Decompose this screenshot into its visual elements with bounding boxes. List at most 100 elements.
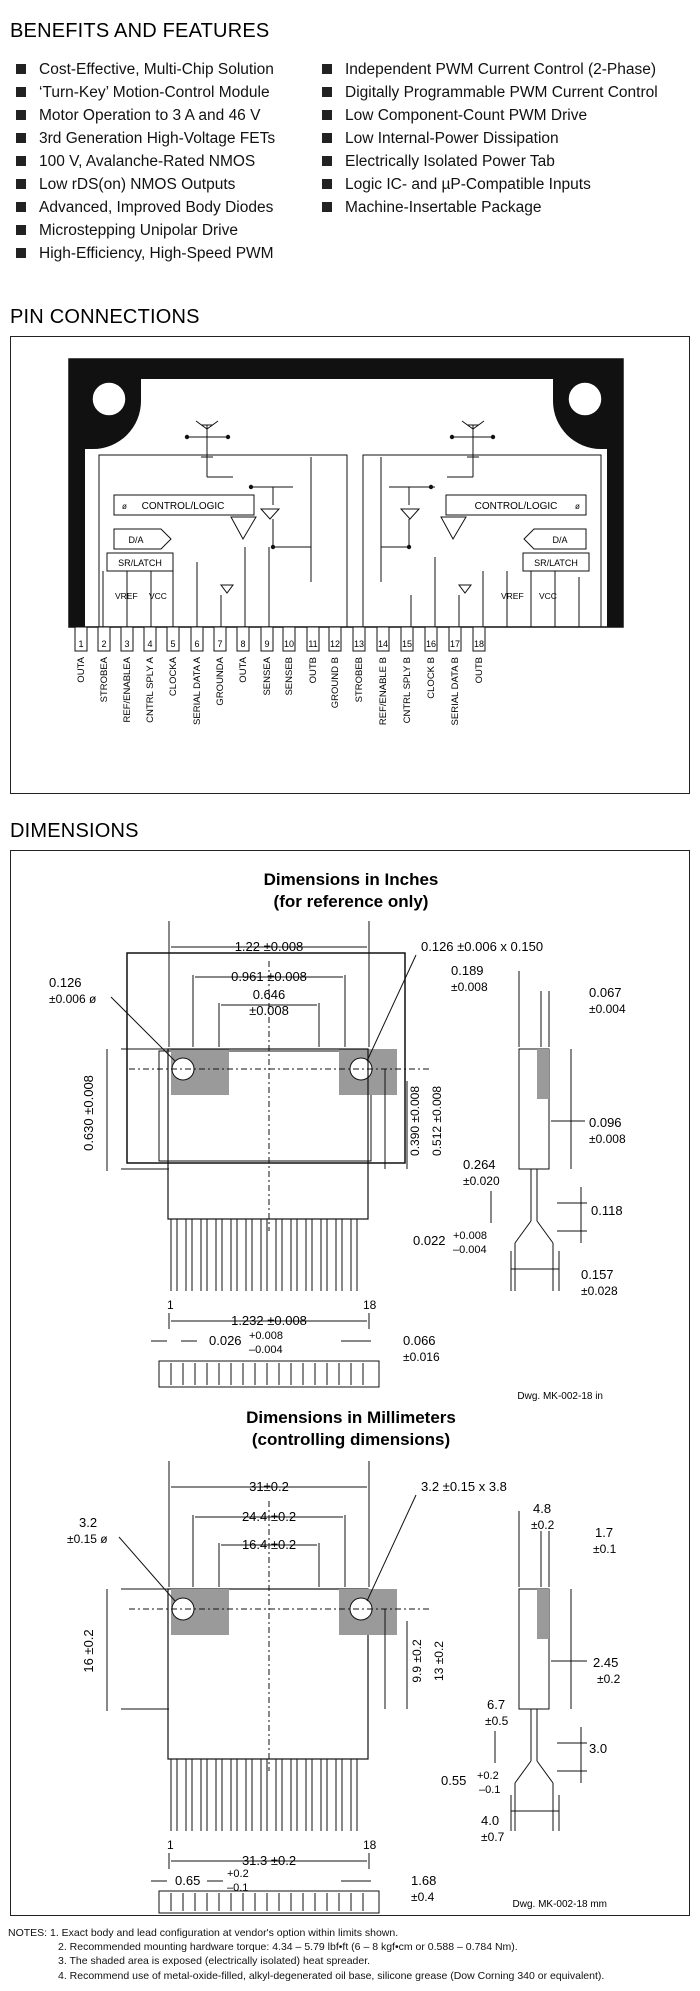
note-line: NOTES: 1. Exact body and lead configurat… bbox=[8, 1927, 399, 1939]
pin-label: CLOCK B bbox=[426, 657, 437, 699]
inches-hole-dia-2: ±0.006 ø bbox=[49, 992, 97, 1006]
mm-drawing: Dimensions in Millimeters (controlling d… bbox=[67, 1408, 621, 1914]
mm-lead-w-1: 0.65 bbox=[175, 1873, 200, 1888]
list-item: High-Efficiency, High-Speed PWM bbox=[14, 242, 275, 265]
mm-lead-w-2: +0.2 bbox=[227, 1868, 249, 1880]
list-item: ‘Turn-Key’ Motion-Control Module bbox=[14, 81, 275, 104]
mm-l055-2: +0.2 bbox=[477, 1770, 499, 1782]
inches-lead-w-3: –0.004 bbox=[249, 1344, 283, 1356]
mm-lead-span: 31.3 ±0.2 bbox=[242, 1853, 296, 1868]
pin-number: 9 bbox=[264, 639, 269, 649]
pin-label: REF/ENABLEA bbox=[122, 656, 133, 722]
list-item: Low rDS(on) NMOS Outputs bbox=[14, 173, 275, 196]
mm-tab-thick-2: ±0.1 bbox=[593, 1542, 617, 1556]
da-a: D/A bbox=[128, 535, 143, 545]
vref-a: VREF bbox=[115, 591, 138, 601]
pin-label: SENSEB bbox=[284, 657, 295, 696]
note-line: 3. The shaded area is exposed (electrica… bbox=[58, 1955, 371, 1968]
mm-height: 16 ±0.2 bbox=[81, 1629, 96, 1672]
vcc-a: VCC bbox=[149, 591, 167, 601]
inches-subtitle: (for reference only) bbox=[274, 892, 429, 911]
mm-l40-2: ±0.7 bbox=[481, 1830, 505, 1844]
list-item: Digitally Programmable PWM Current Contr… bbox=[320, 81, 658, 104]
benefits-left-list: Cost-Effective, Multi-Chip Solution ‘Tur… bbox=[14, 58, 275, 265]
inches-lead-span: 1.232 ±0.008 bbox=[231, 1313, 307, 1328]
inches-l264-1: 0.264 bbox=[463, 1157, 496, 1172]
pin-connections-title: PIN CONNECTIONS bbox=[10, 306, 200, 328]
mm-pin18: 18 bbox=[363, 1838, 377, 1852]
mm-l055-1: 0.55 bbox=[441, 1773, 466, 1788]
mm-hole-dia-2: ±0.15 ø bbox=[67, 1532, 108, 1546]
inches-height: 0.630 ±0.008 bbox=[81, 1075, 96, 1151]
pin-number: 16 bbox=[426, 639, 436, 649]
pin-number: 5 bbox=[170, 639, 175, 649]
list-item: Machine-Insertable Package bbox=[320, 196, 658, 219]
mm-b245-1: 2.45 bbox=[593, 1655, 618, 1670]
pin-number: 1 bbox=[78, 639, 83, 649]
pin-label: SENSEA bbox=[262, 656, 273, 695]
inches-dwg: Dwg. MK-002-18 in bbox=[517, 1391, 603, 1402]
mm-pin1: 1 bbox=[167, 1838, 174, 1852]
dimensions-diagram: Dimensions in Inches (for reference only… bbox=[49, 870, 626, 1914]
vcc-b: VCC bbox=[539, 591, 557, 601]
inches-l118: 0.118 bbox=[591, 1203, 623, 1218]
pin-label: CNTRL SPLY A bbox=[145, 656, 156, 722]
inches-tab-width-1: 0.646 bbox=[253, 987, 286, 1002]
mm-thickness-2: ±0.2 bbox=[531, 1518, 555, 1532]
mm-hole-dia-1: 3.2 bbox=[79, 1515, 97, 1530]
pin-label: REF/ENABLE B bbox=[378, 657, 389, 725]
pin-label: SERIAL DATA B bbox=[450, 657, 461, 725]
inches-h512: 0.512 ±0.008 bbox=[430, 1086, 444, 1156]
inches-thickness-1: 0.189 bbox=[451, 963, 484, 978]
mm-l67-2: ±0.5 bbox=[485, 1714, 509, 1728]
mm-subtitle: (controlling dimensions) bbox=[252, 1430, 450, 1449]
inches-lead-w-2: +0.008 bbox=[249, 1330, 283, 1342]
pin-group bbox=[74, 626, 486, 652]
inches-pin1: 1 bbox=[167, 1298, 174, 1312]
inches-tab-thick-2: ±0.004 bbox=[589, 1002, 626, 1016]
mm-dwg: Dwg. MK-002-18 mm bbox=[513, 1899, 607, 1910]
mm-l30: 3.0 bbox=[589, 1741, 607, 1756]
inches-h390: 0.390 ±0.008 bbox=[408, 1086, 422, 1156]
inches-l022-2: +0.008 bbox=[453, 1230, 487, 1242]
pin-label: OUTA bbox=[76, 656, 87, 682]
control-logic-b: CONTROL/LOGIC bbox=[475, 501, 558, 512]
pin-number: 8 bbox=[240, 639, 245, 649]
mm-slot: 3.2 ±0.15 x 3.8 bbox=[421, 1479, 507, 1494]
vref-b: VREF bbox=[501, 591, 524, 601]
list-item: 3rd Generation High-Voltage FETs bbox=[14, 127, 275, 150]
list-item: Independent PWM Current Control (2-Phase… bbox=[320, 58, 658, 81]
pin-number: 15 bbox=[402, 639, 412, 649]
pin-label: STROBEA bbox=[99, 656, 110, 702]
pin-label: CLOCKA bbox=[168, 656, 179, 696]
pin-number: 17 bbox=[450, 639, 460, 649]
inches-l264-2: ±0.020 bbox=[463, 1174, 500, 1188]
inches-l157-2: ±0.028 bbox=[581, 1284, 618, 1298]
benefits-title: BENEFITS AND FEATURES bbox=[10, 20, 270, 42]
inches-l022-3: –0.004 bbox=[453, 1244, 487, 1256]
list-item: Low Component-Count PWM Drive bbox=[320, 104, 658, 127]
dimensions-title: DIMENSIONS bbox=[10, 820, 139, 842]
pin-label: GROUNDA bbox=[215, 656, 226, 705]
pin-number: 11 bbox=[308, 639, 317, 649]
inches-lead-w-1: 0.026 bbox=[209, 1333, 242, 1348]
pin-label: SERIAL DATA A bbox=[192, 656, 203, 725]
pin-number: 12 bbox=[330, 639, 340, 649]
inches-l157-1: 0.157 bbox=[581, 1267, 614, 1282]
mm-h13: 13 ±0.2 bbox=[432, 1641, 446, 1681]
note-line: 2. Recommended mounting hardware torque:… bbox=[58, 1941, 518, 1954]
mm-h99: 9.9 ±0.2 bbox=[410, 1639, 424, 1683]
pin-number: 4 bbox=[147, 639, 152, 649]
mm-lead-p-2: ±0.4 bbox=[411, 1890, 435, 1904]
pin-label: OUTB bbox=[474, 657, 485, 683]
pin-label: OUTA bbox=[238, 656, 249, 682]
phi-label: ø bbox=[122, 502, 127, 511]
note-line: 4. Recommend use of metal-oxide-filled, … bbox=[58, 1969, 605, 1982]
list-item: Low Internal-Power Dissipation bbox=[320, 127, 658, 150]
sr-latch-b: SR/LATCH bbox=[534, 558, 578, 568]
list-item: Electrically Isolated Power Tab bbox=[320, 150, 658, 173]
mm-l67-1: 6.7 bbox=[487, 1697, 505, 1712]
mm-thickness-1: 4.8 bbox=[533, 1501, 551, 1516]
mm-hole-spacing: 24.4 ±0.2 bbox=[242, 1509, 296, 1524]
da-b: D/A bbox=[552, 535, 567, 545]
